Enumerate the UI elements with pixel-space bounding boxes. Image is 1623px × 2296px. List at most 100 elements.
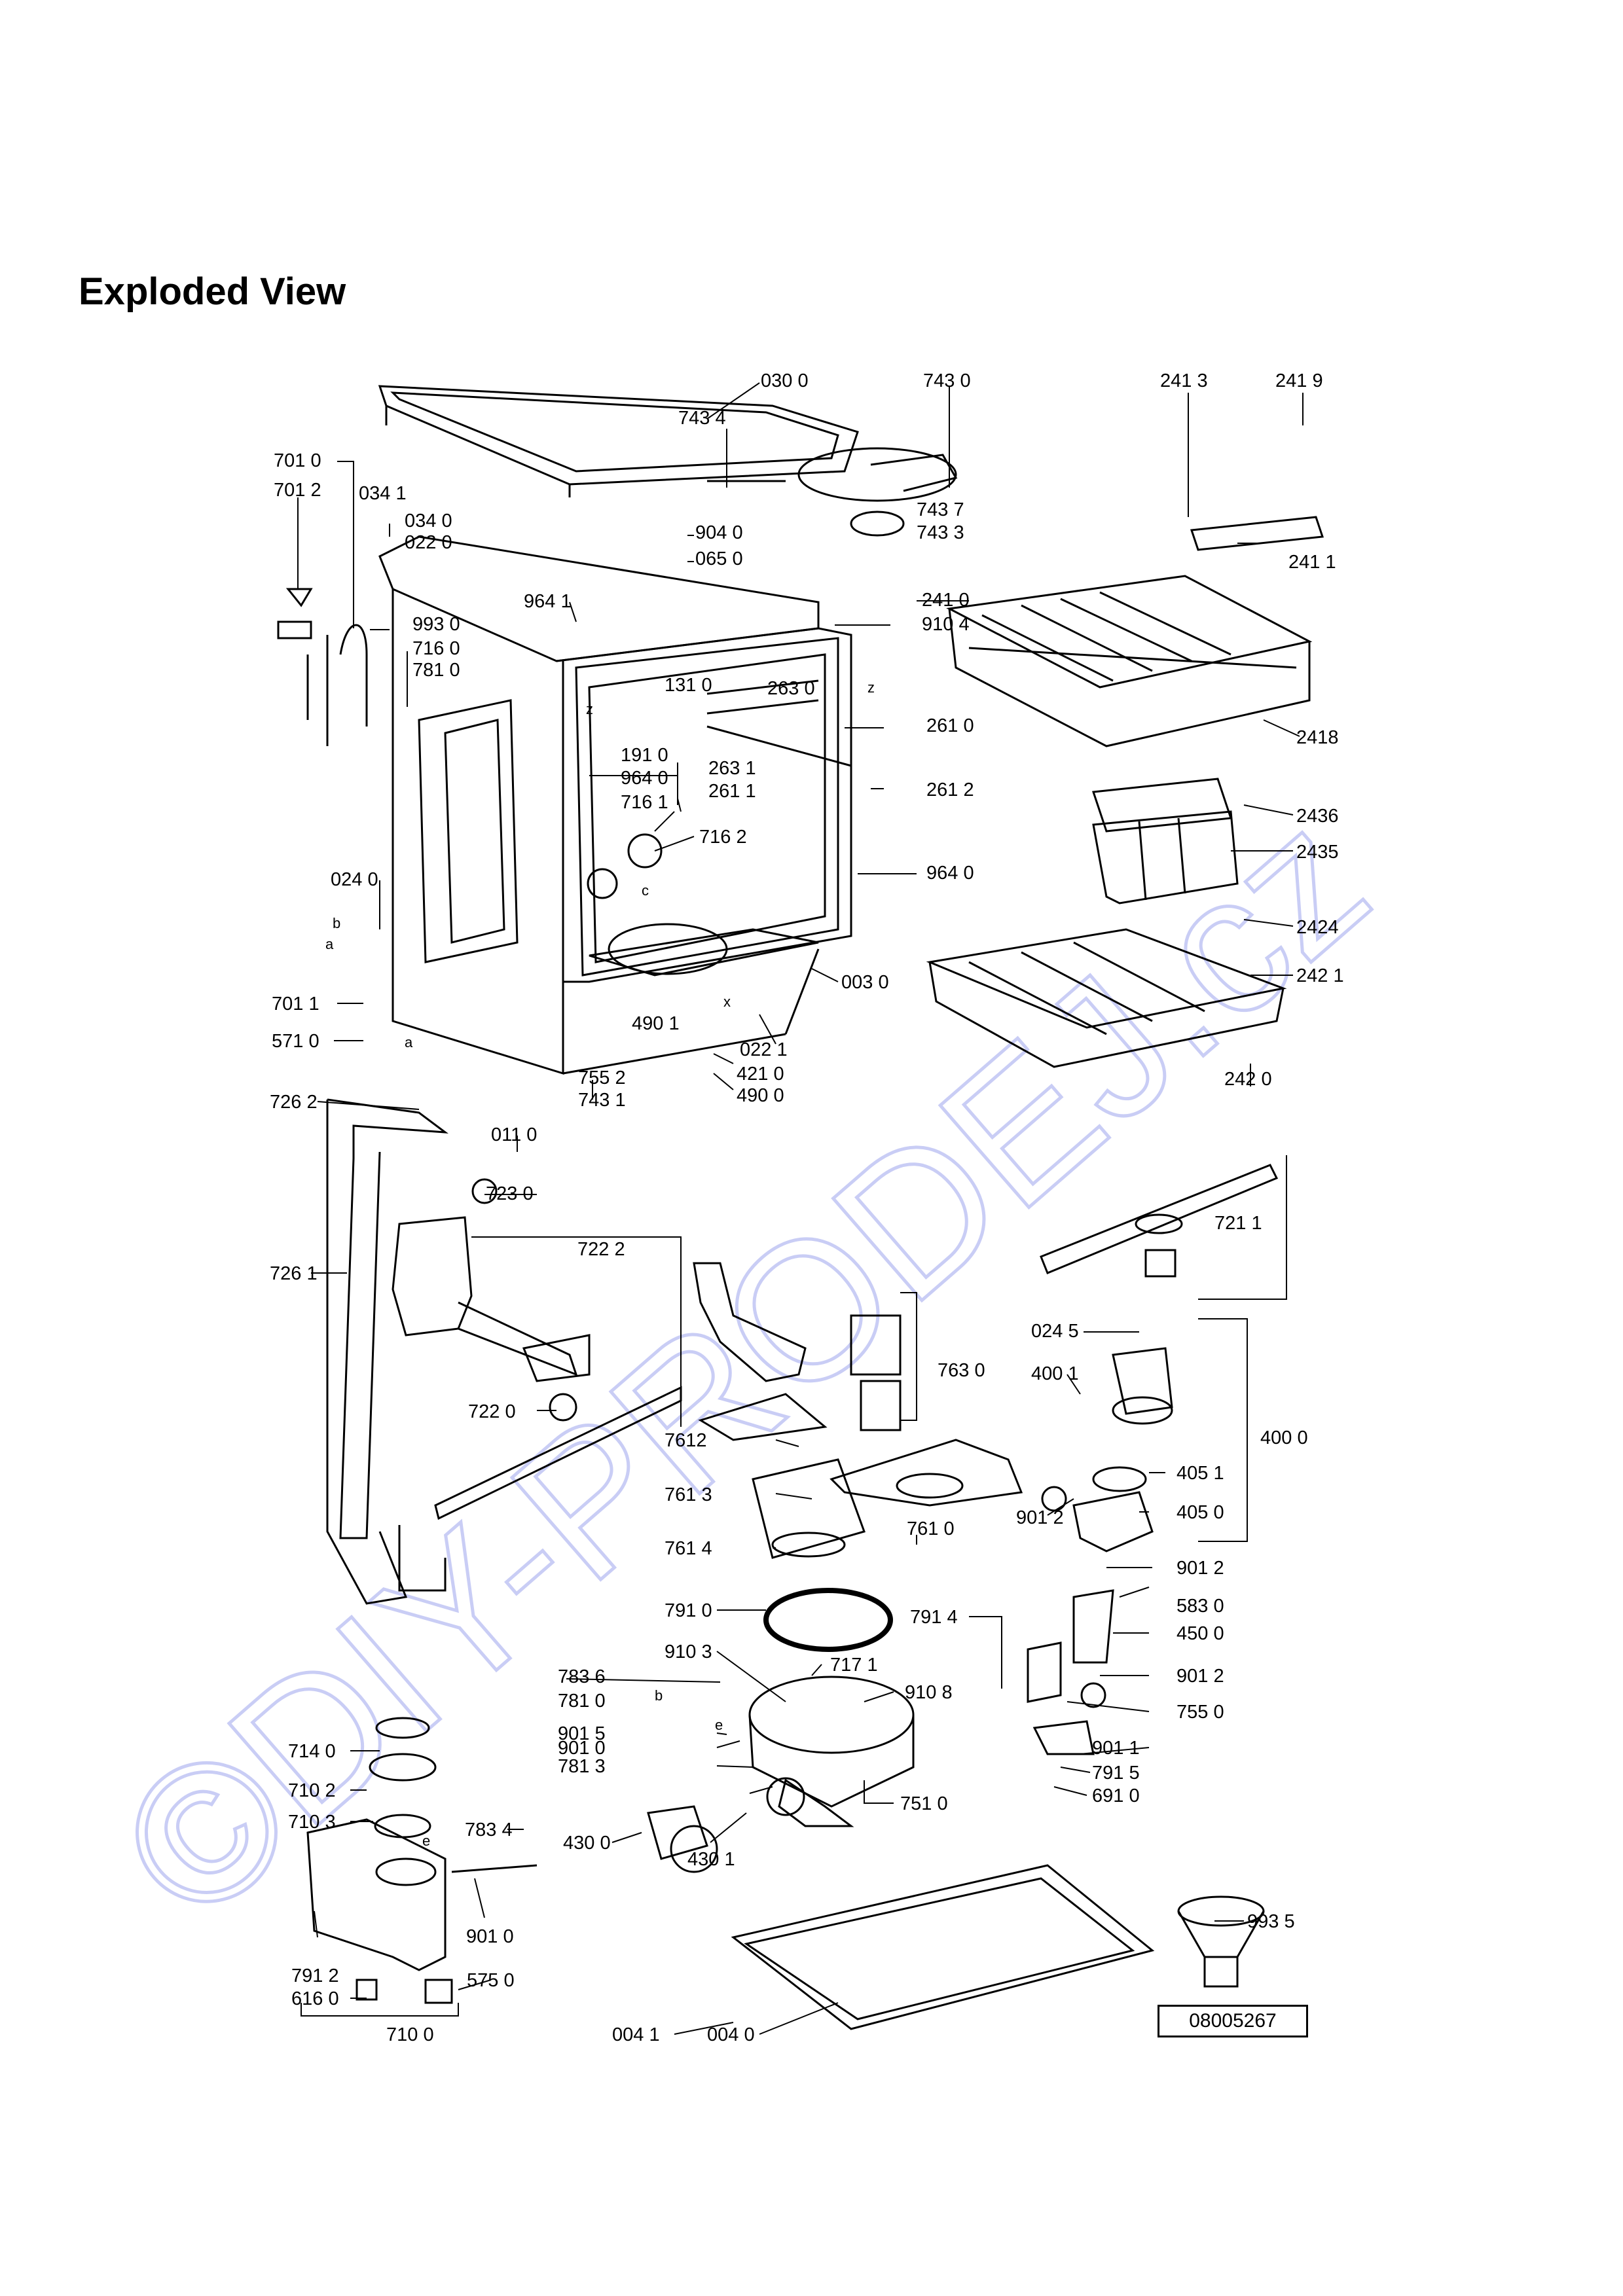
part-label-004-1: 004 1: [612, 2024, 660, 2045]
part-label-781-0-b: 781 0: [558, 1691, 606, 1712]
part-label-910-3: 910 3: [665, 1641, 712, 1662]
part-label-783-6: 783 6: [558, 1666, 606, 1687]
part-label-490-1: 490 1: [632, 1013, 680, 1034]
part-label-721-1: 721 1: [1214, 1213, 1262, 1234]
part-label-241-1: 241 1: [1288, 552, 1336, 573]
part-label-024-0: 024 0: [331, 869, 378, 890]
part-label-701-0: 701 0: [274, 450, 321, 471]
part-label-004-0: 004 0: [707, 2024, 755, 2045]
part-label-993-5: 993 5: [1247, 1911, 1295, 1932]
part-label-024-5: 024 5: [1031, 1321, 1079, 1342]
part-label-710-0: 710 0: [386, 2024, 434, 2045]
part-label-2424: 2424: [1296, 917, 1339, 938]
water-softener: [306, 1717, 538, 2004]
part-label-743-3: 743 3: [917, 522, 964, 543]
part-label-2418: 2418: [1296, 727, 1339, 748]
part-label-755-0: 755 0: [1176, 1702, 1224, 1723]
ref-letter-z1: z: [586, 701, 593, 717]
part-label-993-0: 993 0: [412, 614, 460, 635]
ref-letter-x: x: [723, 994, 731, 1010]
part-label-242-1: 242 1: [1296, 965, 1344, 986]
part-label-263-0: 263 0: [767, 678, 815, 699]
part-label-964-0-b: 964 0: [926, 863, 974, 884]
part-label-791-2: 791 2: [291, 1965, 339, 1986]
part-label-261-0: 261 0: [926, 715, 974, 736]
page-title: Exploded View: [79, 270, 346, 313]
ref-letter-a: a: [325, 936, 334, 952]
part-label-421-0: 421 0: [737, 1064, 784, 1085]
worktop-lid: [378, 385, 859, 497]
part-label-575-0: 575 0: [467, 1970, 515, 1991]
part-label-450-0: 450 0: [1176, 1623, 1224, 1644]
part-label-583-0: 583 0: [1176, 1596, 1224, 1617]
part-label-710-2: 710 2: [288, 1780, 336, 1801]
ref-letter-z2: z: [867, 679, 875, 696]
part-label-716-2: 716 2: [699, 827, 747, 848]
ref-letter-b2: b: [655, 1687, 663, 1704]
part-label-717-1: 717 1: [830, 1655, 878, 1676]
part-label-722-2: 722 2: [577, 1239, 625, 1260]
part-label-710-3: 710 3: [288, 1812, 336, 1833]
part-label-430-0: 430 0: [563, 1833, 611, 1854]
part-label-003-0: 003 0: [841, 972, 889, 993]
part-label-723-0: 723 0: [486, 1183, 534, 1204]
water-supply-pipe: [326, 1098, 448, 1605]
part-label-901-2-a: 901 2: [1016, 1507, 1064, 1528]
part-label-781-0: 781 0: [412, 660, 460, 681]
lower-basket: [926, 928, 1287, 1068]
part-label-405-1: 405 1: [1176, 1463, 1224, 1484]
part-label-964-0-a: 964 0: [621, 768, 668, 789]
part-label-910-4: 910 4: [922, 614, 970, 635]
part-label-430-1: 430 1: [687, 1849, 735, 1870]
ref-letter-e2: e: [422, 1833, 431, 1849]
part-label-781-3: 781 3: [558, 1756, 606, 1777]
part-label-691-0: 691 0: [1092, 1785, 1140, 1806]
part-label-191-0: 191 0: [621, 745, 668, 766]
part-label-761-0: 761 0: [907, 1518, 955, 1539]
part-label-030-0: 030 0: [761, 370, 809, 391]
part-label-901-0-a: 901 0: [558, 1738, 606, 1759]
part-label-722-0: 722 0: [468, 1401, 516, 1422]
part-label-2436: 2436: [1296, 806, 1339, 827]
part-label-065-0: 065 0: [695, 548, 743, 569]
part-label-2435: 2435: [1296, 842, 1339, 863]
part-label-701-2: 701 2: [274, 480, 321, 501]
part-label-743-0: 743 0: [923, 370, 971, 391]
part-label-490-0: 490 0: [737, 1085, 784, 1106]
sump-gasket: [763, 1588, 893, 1652]
sump-housing: [748, 1676, 915, 1827]
reference-code-box: 08005267: [1158, 2005, 1308, 2037]
part-label-261-1: 261 1: [708, 781, 756, 802]
tub-frame: [378, 535, 852, 1075]
middle-arm-assembly: [392, 1178, 682, 1520]
part-label-716-0: 716 0: [412, 638, 460, 659]
circulation-pump: [1041, 1347, 1173, 1552]
part-label-034-0: 034 0: [405, 511, 452, 531]
part-label-755-2: 755 2: [578, 1067, 626, 1088]
part-label-791-0: 791 0: [665, 1600, 712, 1621]
part-label-743-4: 743 4: [678, 408, 726, 429]
part-label-405-0: 405 0: [1176, 1502, 1224, 1523]
part-label-241-0: 241 0: [922, 590, 970, 611]
part-label-910-8: 910 8: [905, 1682, 953, 1703]
part-label-743-7: 743 7: [917, 499, 964, 520]
part-label-716-1: 716 1: [621, 792, 668, 813]
central-pipe: [693, 1262, 1023, 1559]
part-label-022-0: 022 0: [405, 532, 452, 553]
part-label-701-1: 701 1: [272, 994, 319, 1014]
part-label-571-0: 571 0: [272, 1031, 319, 1052]
part-label-751-0: 751 0: [900, 1793, 948, 1814]
part-label-791-4: 791 4: [910, 1607, 958, 1628]
part-label-034-1: 034 1: [359, 483, 407, 504]
part-label-022-1: 022 1: [740, 1039, 788, 1060]
upper-spray-arm: [1040, 1164, 1279, 1278]
part-label-791-5: 791 5: [1092, 1763, 1140, 1784]
ref-letter-a2: a: [405, 1034, 413, 1050]
drain-pump: [647, 1805, 718, 1873]
part-label-901-5: 901 5: [558, 1723, 606, 1744]
part-label-7612: 7612: [665, 1430, 707, 1451]
cutlery-basket: [1091, 778, 1239, 905]
part-label-400-1: 400 1: [1031, 1363, 1079, 1384]
